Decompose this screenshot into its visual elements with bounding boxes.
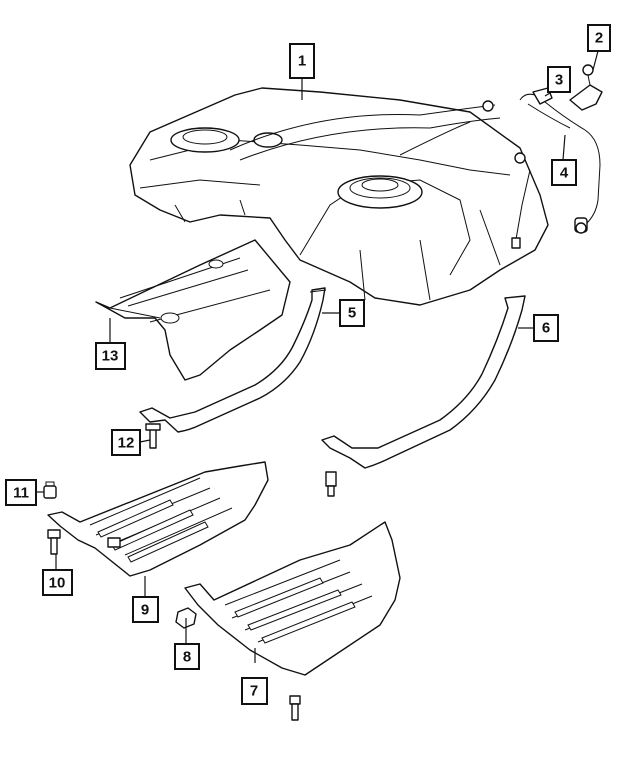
callout-8: 8 bbox=[174, 643, 200, 670]
callout-12: 12 bbox=[111, 429, 141, 456]
svg-text:12: 12 bbox=[118, 435, 135, 452]
callout-2: 2 bbox=[587, 24, 611, 52]
svg-text:13: 13 bbox=[102, 348, 119, 365]
callout-6: 6 bbox=[533, 314, 559, 342]
callout-11: 11 bbox=[5, 479, 37, 506]
bolt-12 bbox=[145, 423, 161, 449]
callout-9: 9 bbox=[132, 596, 159, 623]
callout-4: 4 bbox=[551, 159, 577, 186]
callout-5: 5 bbox=[339, 299, 365, 327]
svg-text:11: 11 bbox=[13, 485, 29, 502]
callout-1: 1 bbox=[289, 43, 315, 79]
svg-text:9: 9 bbox=[141, 602, 149, 619]
bolt-10 bbox=[47, 529, 61, 555]
fuel-tank-strap-front bbox=[321, 295, 526, 469]
fuel-pump-module-front bbox=[337, 175, 423, 209]
fuel-pump-module-rear bbox=[170, 127, 240, 153]
bolt-strap-front bbox=[325, 471, 337, 497]
callout-10: 10 bbox=[42, 569, 73, 596]
bolt-skid-front bbox=[289, 695, 301, 721]
svg-text:3: 3 bbox=[555, 72, 563, 89]
svg-text:4: 4 bbox=[560, 165, 569, 182]
clip-11 bbox=[43, 481, 57, 499]
heat-shield bbox=[95, 239, 291, 381]
fuel-line-tube bbox=[511, 93, 601, 249]
fuel-tank bbox=[129, 87, 549, 306]
vapor-line-connector bbox=[569, 64, 603, 111]
callout-3: 3 bbox=[547, 66, 571, 93]
skid-plate-front bbox=[184, 521, 401, 676]
svg-text:5: 5 bbox=[348, 305, 356, 322]
svg-text:2: 2 bbox=[595, 30, 603, 47]
callout-13: 13 bbox=[95, 342, 126, 370]
svg-text:7: 7 bbox=[250, 683, 258, 700]
svg-text:10: 10 bbox=[49, 575, 66, 592]
fuel-tank-strap-rear bbox=[139, 287, 327, 433]
svg-text:6: 6 bbox=[542, 320, 550, 337]
skid-plate-rear bbox=[47, 461, 269, 577]
svg-text:8: 8 bbox=[183, 649, 191, 666]
callout-7: 7 bbox=[241, 677, 268, 705]
svg-text:1: 1 bbox=[298, 53, 306, 70]
